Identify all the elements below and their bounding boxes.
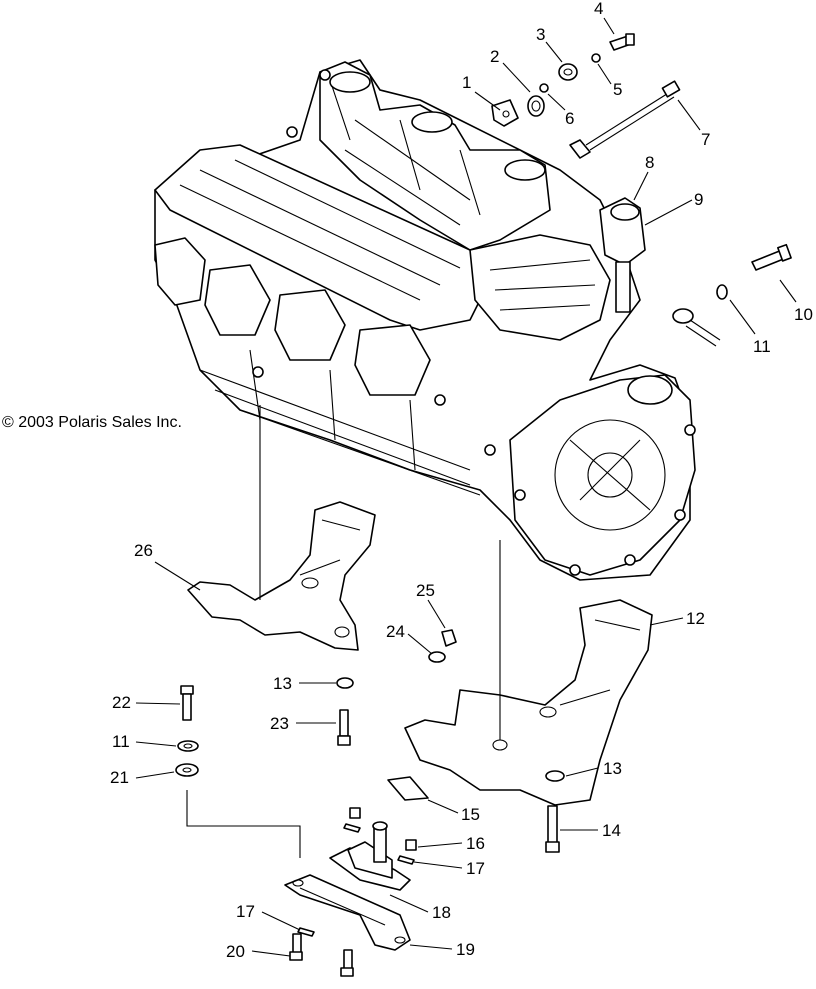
part-11-washer-upper (716, 284, 728, 300)
callout-2: 2 (490, 47, 499, 66)
callout-5: 5 (613, 80, 622, 99)
part-16-insert (349, 807, 417, 851)
part-25-nut (441, 629, 457, 647)
part-5-nut (591, 53, 601, 63)
part-19-base-plate (284, 874, 411, 951)
part-3-bushing (558, 63, 578, 81)
callout-20: 20 (226, 942, 245, 961)
callout-19: 19 (456, 940, 475, 959)
part-6-washer (539, 83, 549, 93)
part-2-washer (527, 95, 545, 117)
part-1-clip (491, 99, 519, 127)
callout-25: 25 (416, 581, 435, 600)
callout-17-right: 17 (466, 859, 485, 878)
part-24-washer (428, 651, 446, 663)
callout-12: 12 (686, 609, 705, 628)
part-8-9-actuator (599, 197, 646, 313)
part-18-rubber-mount (329, 821, 411, 891)
callout-16: 16 (466, 834, 485, 853)
part-22-bolt (180, 685, 194, 721)
callout-7: 7 (701, 130, 710, 149)
callout-13-upper: 13 (273, 674, 292, 693)
part-15-shim (387, 776, 429, 801)
callout-14: 14 (602, 821, 621, 840)
part-21-washer (175, 763, 199, 777)
part-14-bolt (545, 805, 560, 853)
callout-3: 3 (536, 25, 545, 44)
callout-21: 21 (110, 768, 129, 787)
callout-11-upper: 11 (753, 337, 771, 356)
part-13-nut-lower (545, 770, 565, 782)
part-10-bolt (751, 243, 792, 271)
part-17-pin (297, 823, 415, 937)
part-13-nut-upper (336, 677, 354, 689)
part-23-bolt (337, 709, 351, 746)
part-7-sensor (569, 80, 681, 159)
callout-24: 24 (386, 622, 405, 641)
callout-15: 15 (461, 805, 480, 824)
part-12-mount-bracket (404, 599, 653, 806)
part-20-bolt (289, 933, 354, 977)
callout-9: 9 (694, 190, 703, 209)
engine-assembly (154, 59, 696, 581)
part-26-mount-bracket (187, 501, 376, 651)
callout-26: 26 (134, 541, 153, 560)
callout-copyright: © 2003 Polaris Sales Inc. (2, 414, 182, 431)
part-11-washer-lower (177, 740, 199, 752)
callout-13-lower: 13 (603, 759, 622, 778)
callout-6: 6 (565, 109, 574, 128)
part-4-screw (609, 33, 635, 51)
ground-cable-terminal (672, 308, 721, 347)
callout-1: 1 (462, 73, 471, 92)
callout-18: 18 (432, 903, 451, 922)
callout-4: 4 (594, 0, 603, 18)
callout-22: 22 (112, 693, 131, 712)
callout-23: 23 (270, 714, 289, 733)
callout-8: 8 (645, 153, 654, 172)
callout-11-lower: 11 (112, 732, 130, 751)
callout-17-left: 17 (236, 902, 255, 921)
leader-lines (135, 17, 797, 957)
callout-10: 10 (794, 305, 813, 324)
